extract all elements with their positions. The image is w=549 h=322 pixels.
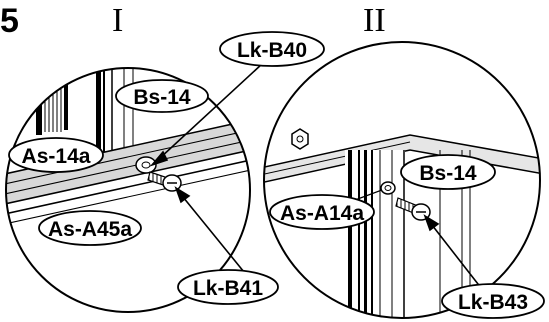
label-text: Lk-B43 — [458, 291, 528, 314]
view-2-illustration — [264, 42, 540, 318]
label-bs-14-left: Bs-14 — [115, 79, 209, 113]
label-lk-b43: Lk-B43 — [441, 283, 545, 319]
label-lk-b41: Lk-B41 — [177, 269, 279, 305]
label-lk-b40: Lk-B40 — [219, 31, 325, 67]
nut-icon — [291, 128, 309, 150]
screw-icon — [147, 171, 182, 192]
label-text: As-A45a — [48, 218, 132, 241]
label-text: As-A14a — [280, 202, 364, 225]
label-as-a45a: As-A45a — [38, 210, 142, 246]
detail-view-2 — [263, 41, 541, 319]
label-text: Bs-14 — [419, 162, 477, 185]
label-text: Lk-B40 — [237, 39, 307, 62]
view-numeral-1: I — [112, 2, 124, 39]
detail-view-1 — [5, 67, 251, 313]
label-text: Lk-B41 — [193, 277, 263, 300]
view-1-illustration — [6, 68, 250, 312]
label-as-a14a: As-A14a — [269, 194, 375, 230]
step-number: 5 — [0, 2, 19, 40]
label-bs-14-right: Bs-14 — [400, 154, 496, 190]
label-text: As-14a — [22, 145, 91, 168]
label-text: Bs-14 — [133, 86, 191, 109]
label-as-14a: As-14a — [8, 137, 104, 173]
view-numeral-2: II — [363, 2, 386, 39]
leader-lines — [149, 63, 486, 294]
screw-icon — [395, 197, 431, 221]
